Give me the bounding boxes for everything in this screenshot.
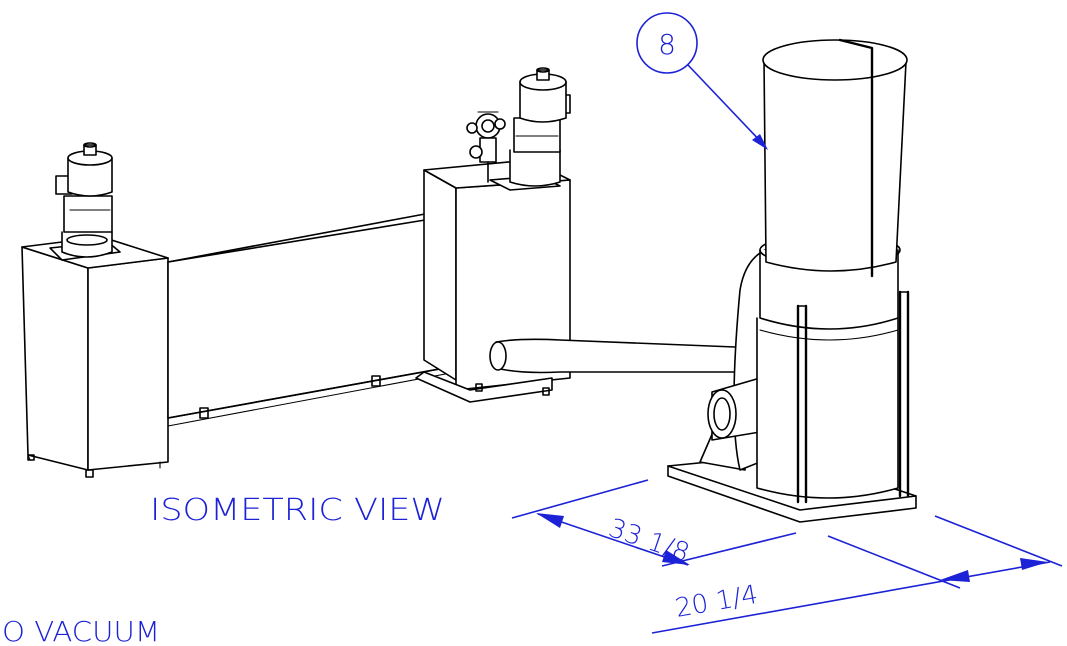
dimension-depth: 33 1/8	[511, 479, 797, 569]
view-title: ISOMETRIC VIEW	[150, 493, 445, 528]
regulator-assembly	[466, 111, 506, 183]
left-cabinet	[21, 236, 169, 478]
partial-vacuum-label: O VACUUM	[2, 615, 160, 646]
middle-motor	[509, 67, 571, 187]
item-balloon: 8	[636, 12, 768, 150]
middle-cabinet	[415, 159, 571, 403]
dimension-width: 20 1/4	[651, 515, 1063, 634]
dust-collector	[667, 38, 917, 523]
depth-dimension-text: 33 1/8	[605, 513, 693, 568]
connecting-duct	[167, 213, 457, 427]
width-dimension-text: 20 1/4	[673, 580, 760, 624]
left-motor	[55, 142, 113, 258]
flex-hose	[489, 338, 761, 374]
balloon-number: 8	[658, 28, 676, 61]
